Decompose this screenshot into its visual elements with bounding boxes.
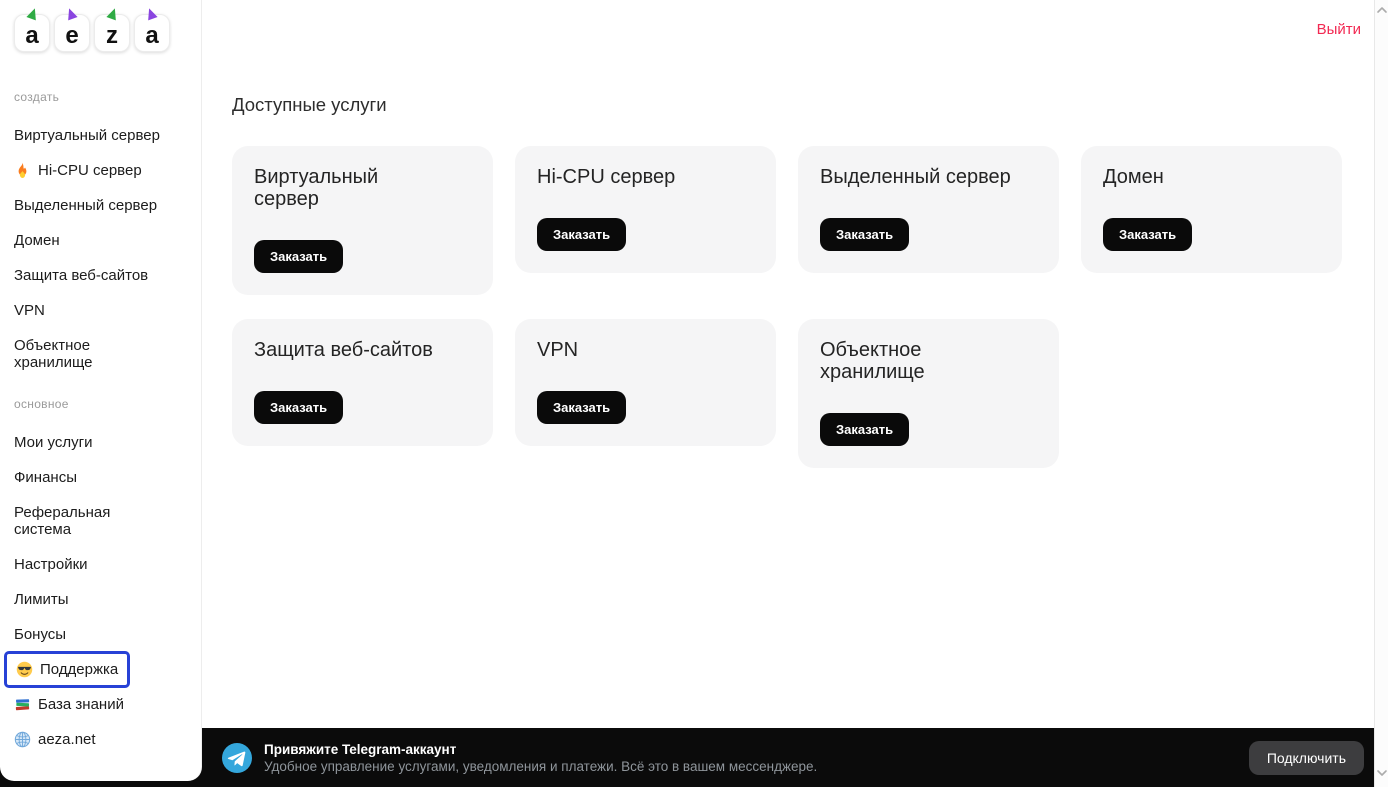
card-vpn: VPN Заказать — [515, 319, 776, 446]
logo-tile-z: z — [94, 6, 130, 52]
card-title: Виртуальный сервер — [254, 166, 379, 210]
party-hat-icon — [26, 6, 40, 21]
order-button-domain[interactable]: Заказать — [1103, 218, 1193, 251]
sidebar-item-referral-system[interactable]: Реферальная система — [14, 504, 111, 538]
section-label-create: создать — [14, 90, 60, 104]
aeza-logo[interactable]: a e z a — [14, 6, 201, 52]
sidebar-item-website-protection[interactable]: Защита веб-сайтов — [14, 267, 149, 284]
fire-icon — [18, 162, 27, 178]
party-hat-icon — [64, 6, 78, 21]
card-dedicated-server: Выделенный сервер Заказать — [798, 146, 1059, 273]
cool-face-icon — [16, 661, 33, 678]
globe-icon — [14, 731, 31, 748]
card-title: Домен — [1103, 166, 1164, 188]
sidebar: a e z a создать Виртуальный сервер Hi-CP… — [0, 0, 202, 781]
main-nav-list: Мои услуги Финансы Реферальная система Н… — [4, 434, 201, 748]
banner-title: Привяжите Telegram-аккаунт — [264, 741, 457, 757]
sidebar-item-settings[interactable]: Настройки — [14, 556, 88, 573]
banner-texts: Привяжите Telegram-аккаунт Удобное управ… — [264, 742, 817, 774]
logo-letter: a — [145, 22, 159, 49]
logout-link[interactable]: Выйти — [1316, 21, 1361, 38]
sidebar-item-limits[interactable]: Лимиты — [14, 591, 69, 608]
logo-tile-a2: a — [134, 6, 170, 52]
sidebar-item-finances[interactable]: Финансы — [14, 469, 77, 486]
telegram-icon — [222, 742, 252, 773]
sidebar-item-virtual-server[interactable]: Виртуальный сервер — [14, 127, 160, 144]
card-virtual-server: Виртуальный сервер Заказать — [232, 146, 493, 295]
order-button-vpn[interactable]: Заказать — [537, 391, 627, 424]
order-button-virtual-server[interactable]: Заказать — [254, 240, 344, 273]
card-title: Hi-CPU сервер — [537, 166, 676, 188]
scroll-up-icon[interactable] — [1376, 4, 1388, 16]
telegram-banner: Привяжите Telegram-аккаунт Удобное управ… — [0, 728, 1374, 787]
card-row-2: Защита веб-сайтов Заказать VPN Заказать … — [232, 319, 1342, 468]
logo-letter: z — [106, 22, 118, 49]
sidebar-item-domain[interactable]: Домен — [14, 232, 60, 249]
scroll-down-icon[interactable] — [1376, 767, 1388, 779]
card-object-storage: Объектное хранилище Заказать — [798, 319, 1059, 468]
card-domain: Домен Заказать — [1081, 146, 1342, 273]
main-content: Выйти Доступные услуги Виртуальный серве… — [202, 0, 1374, 728]
sidebar-item-support[interactable]: Поддержка — [4, 651, 201, 688]
card-row-1: Виртуальный сервер Заказать Hi-CPU серве… — [232, 146, 1342, 295]
sidebar-item-knowledge-base[interactable]: База знаний — [14, 696, 201, 713]
card-website-protection: Защита веб-сайтов Заказать — [232, 319, 493, 446]
sidebar-item-hicpu-server[interactable]: Hi-CPU сервер — [14, 162, 201, 179]
sidebar-item-object-storage[interactable]: Объектное хранилище — [14, 337, 93, 371]
party-hat-icon — [144, 6, 158, 21]
banner-subtitle: Удобное управление услугами, уведомления… — [264, 758, 818, 774]
order-button-hicpu-server[interactable]: Заказать — [537, 218, 627, 251]
logo-tile-a1: a — [14, 6, 50, 52]
section-label-main: основное — [14, 397, 69, 411]
support-selection-outline: Поддержка — [4, 651, 131, 688]
card-title: Защита веб-сайтов — [254, 339, 433, 361]
connect-telegram-button[interactable]: Подключить — [1248, 740, 1364, 775]
order-button-dedicated-server[interactable]: Заказать — [820, 218, 910, 251]
page-title: Доступные услуги — [232, 94, 387, 115]
logo-letter: a — [25, 22, 39, 49]
sidebar-item-vpn[interactable]: VPN — [14, 302, 45, 319]
sidebar-item-aeza-net[interactable]: aeza.net — [14, 731, 201, 748]
vertical-scrollbar[interactable] — [1374, 0, 1388, 787]
card-title: Выделенный сервер — [820, 166, 1011, 188]
sidebar-item-dedicated-server[interactable]: Выделенный сервер — [14, 197, 158, 214]
logo-tile-e: e — [54, 6, 90, 52]
sidebar-item-bonuses[interactable]: Бонусы — [14, 626, 67, 643]
order-button-object-storage[interactable]: Заказать — [820, 413, 910, 446]
order-button-website-protection[interactable]: Заказать — [254, 391, 344, 424]
create-nav-list: Виртуальный сервер Hi-CPU сервер Выделен… — [14, 127, 201, 371]
card-title: Объектное хранилище — [820, 339, 925, 383]
sidebar-item-my-services[interactable]: Мои услуги — [14, 434, 93, 451]
card-hicpu-server: Hi-CPU сервер Заказать — [515, 146, 776, 273]
card-title: VPN — [537, 339, 579, 361]
party-hat-icon — [106, 6, 120, 21]
books-icon — [15, 699, 30, 711]
logo-letter: e — [65, 22, 79, 49]
service-cards: Виртуальный сервер Заказать Hi-CPU серве… — [232, 146, 1342, 468]
